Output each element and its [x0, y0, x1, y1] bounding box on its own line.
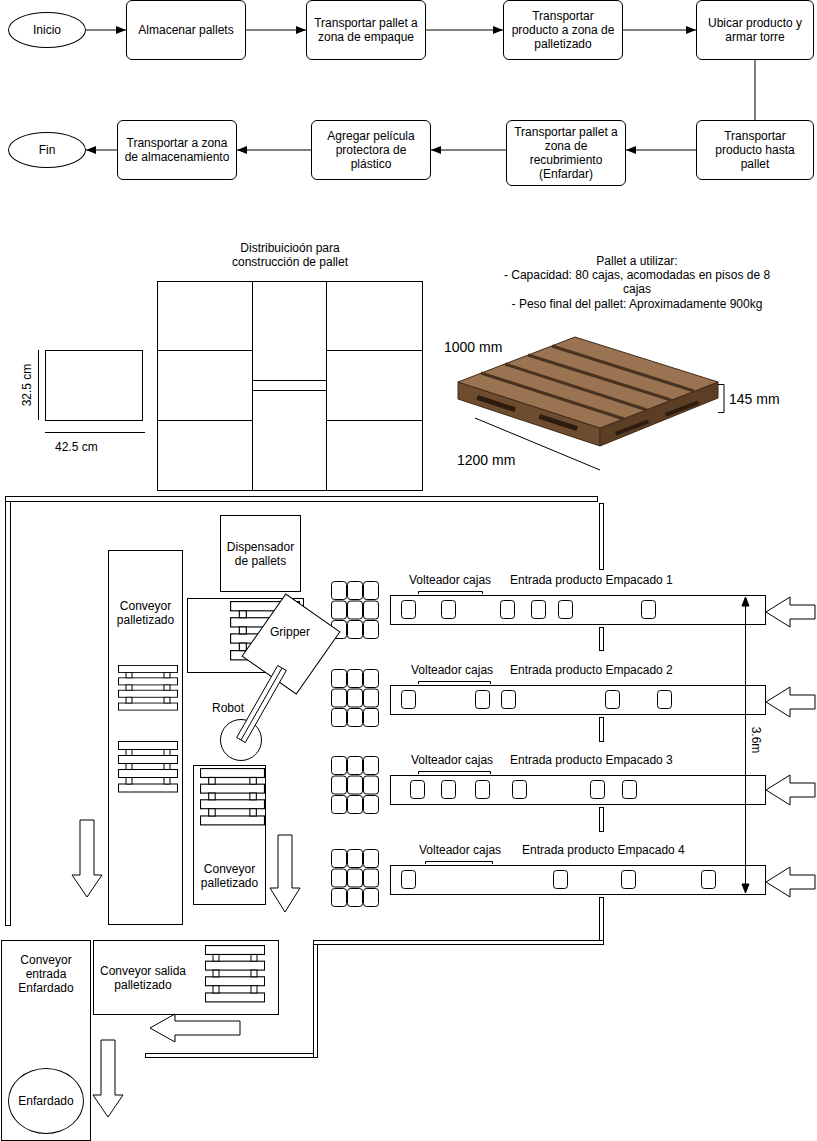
entry-conveyor: Volteador cajasEntrada producto Empacado… — [390, 775, 766, 805]
dimension-label: 3.6m — [749, 720, 763, 760]
palletizing-conveyor: Conveyor palletizado — [193, 765, 266, 905]
node-text: Entrada producto Empacado 2 — [510, 663, 673, 677]
flow-arrow — [623, 30, 696, 31]
note-text: - Peso final del pallet: Aproximadamente… — [492, 297, 782, 311]
wrapping-machine: Enfardado — [8, 1068, 84, 1134]
process-box: Transportar a zona de almacenamiento — [117, 120, 237, 180]
node-text: Volteador cajas — [411, 663, 493, 677]
flow-arrow — [237, 150, 311, 151]
node-text: Conveyor palletizado — [111, 599, 180, 627]
entry-conveyor: Volteador cajasEntrada producto Empacado… — [390, 595, 766, 625]
node-text: Volteador cajas — [409, 573, 491, 587]
node-text: Conveyor entrada Enfardado — [5, 953, 87, 995]
flow-arrow — [86, 30, 126, 31]
process-box: Almacenar pallets — [126, 0, 246, 60]
node-text: Conveyor palletizado — [196, 862, 263, 890]
flow-arrow — [755, 60, 756, 120]
flow-arrow — [246, 30, 306, 31]
node-text: Ubicar producto y armar torre — [701, 16, 809, 44]
node-text: Almacenar pallets — [138, 23, 233, 37]
process-box: Transportar producto hasta pallet — [696, 120, 814, 180]
flow-arrow — [626, 150, 696, 151]
node-text: Fin — [39, 143, 56, 157]
node-text: Transportar pallet a zona de recubrimien… — [511, 125, 621, 181]
node-text: Conveyor salida palletizado — [98, 964, 188, 992]
node-text: Inicio — [33, 23, 61, 37]
node-text: Transportar producto hasta pallet — [701, 129, 809, 171]
node-text: Dispensador de pallets — [225, 540, 296, 568]
node-text: Agregar película protectora de plástico — [316, 129, 426, 171]
node-text: Transportar pallet a zona de empaque — [311, 16, 421, 44]
wrapping-conveyor: Conveyor entrada EnfardadoEnfardado — [1, 940, 91, 1141]
node-text: Entrada producto Empacado 3 — [510, 753, 673, 767]
node-text: Volteador cajas — [419, 843, 501, 857]
section-title: Distribuicioón para construcción de pall… — [205, 241, 375, 269]
part-label: Gripper — [267, 625, 313, 639]
entry-conveyor: Volteador cajasEntrada producto Empacado… — [390, 685, 766, 715]
process-box: Ubicar producto y armar torre — [696, 0, 814, 60]
dimension-label: 1200 mm — [457, 452, 537, 468]
note-text: Pallet a utilizar: — [492, 254, 782, 268]
node-text: Volteador cajas — [411, 753, 493, 767]
note-text: - Capacidad: 80 cajas, acomodadas en pis… — [492, 268, 782, 296]
process-box: Transportar producto a zona de palletiza… — [503, 0, 623, 60]
output-conveyor: Conveyor salida palletizado — [93, 940, 279, 1015]
process-box: Transportar pallet a zona de recubrimien… — [506, 120, 626, 186]
part-label: Robot — [212, 701, 248, 715]
process-box: Transportar pallet a zona de empaque — [306, 0, 426, 60]
end-ellipse: Fin — [8, 132, 86, 168]
start-ellipse: Inicio — [8, 12, 86, 48]
process-box: Agregar película protectora de plástico — [311, 120, 431, 180]
palletizing-conveyor: Conveyor palletizado — [108, 550, 183, 925]
node-text: Transportar a zona de almacenamiento — [122, 136, 232, 164]
node-text: Entrada producto Empacado 1 — [510, 573, 673, 587]
dimension-label: 42.5 cm — [55, 440, 115, 454]
node-text: Transportar producto a zona de palletiza… — [508, 9, 618, 51]
node-text: Enfardado — [18, 1094, 73, 1108]
flow-arrow — [431, 150, 506, 151]
pallet-dispenser: Dispensador de pallets — [220, 515, 301, 592]
dimension-label: 145 mm — [729, 391, 809, 407]
dimension-label: 32.5 cm — [20, 358, 34, 412]
node-text: Entrada producto Empacado 4 — [522, 843, 685, 857]
flow-arrow — [86, 150, 117, 151]
entry-conveyor: Volteador cajasEntrada producto Empacado… — [390, 865, 766, 895]
flow-arrow — [426, 30, 503, 31]
dimension-label: 1000 mm — [444, 339, 524, 355]
